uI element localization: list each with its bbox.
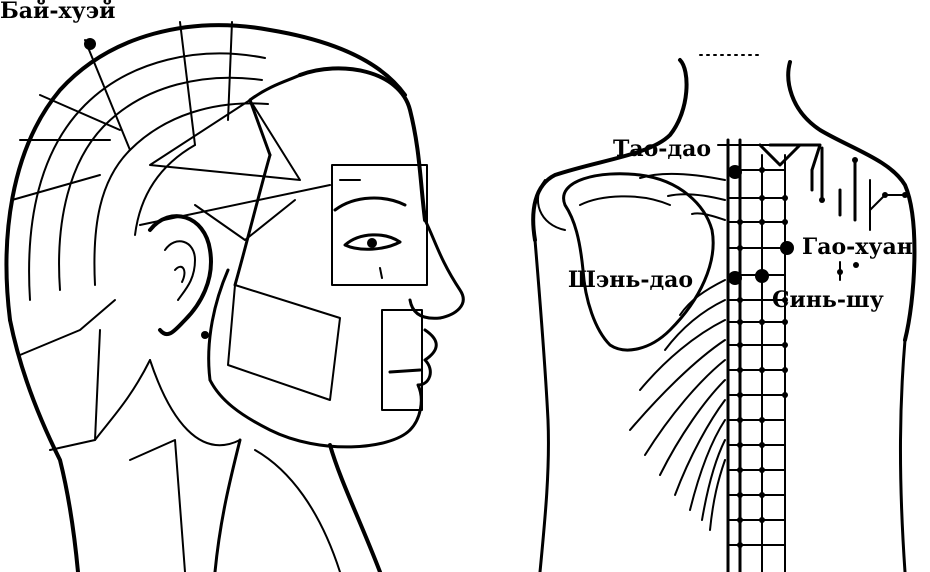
tao-dao-point bbox=[728, 165, 742, 179]
gao-huan-point bbox=[780, 241, 794, 255]
back-spine-figure bbox=[533, 55, 914, 572]
label-bai-hui: Бай-хуэй bbox=[0, 0, 115, 24]
bai-hui-point bbox=[84, 38, 96, 50]
label-tao-dao: Тао-дао bbox=[613, 136, 711, 162]
sin-shu-point bbox=[755, 269, 769, 283]
spine-grid bbox=[728, 145, 785, 545]
label-gao-huan: Гао-хуан bbox=[802, 234, 913, 260]
shen-dao-point bbox=[728, 271, 742, 285]
label-shen-dao: Шэнь-дао bbox=[568, 267, 693, 293]
label-sin-shu: Синь-шу bbox=[772, 287, 884, 313]
head-profile-figure bbox=[7, 22, 464, 572]
